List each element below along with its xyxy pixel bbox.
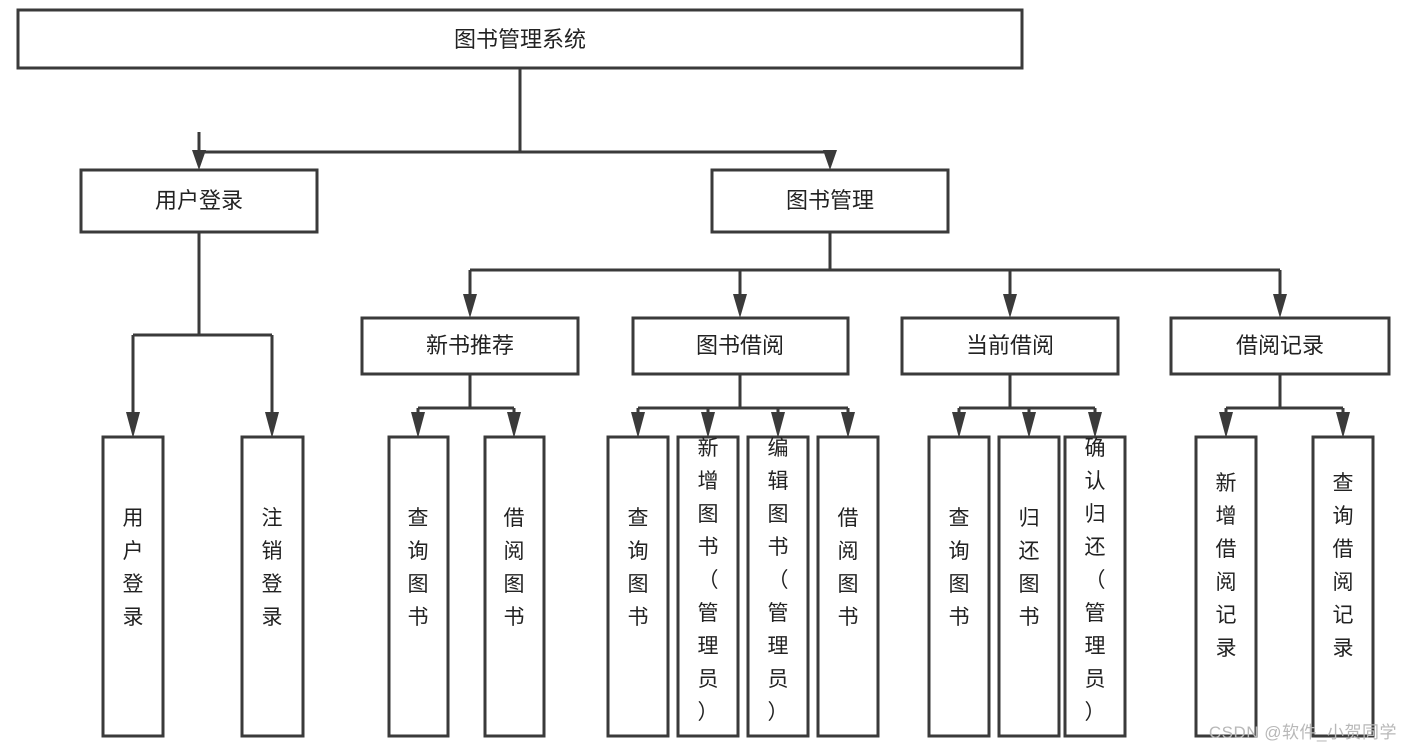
arrowhead-level3-4 bbox=[1273, 294, 1287, 318]
node-new-book-recommend[interactable]: 新书推荐 bbox=[360, 316, 580, 376]
leaf-book-borrow-2[interactable]: 新增图书（管理员） bbox=[676, 435, 740, 738]
arrowhead-newbook-leaf-1 bbox=[411, 412, 425, 438]
leaf-current-borrow-2-box[interactable] bbox=[997, 435, 1061, 738]
node-user-login[interactable]: 用户登录 bbox=[79, 168, 319, 234]
leaf-new-book-2-box[interactable] bbox=[483, 435, 546, 738]
leaf-borrow-record-2[interactable]: 查询借阅记录 bbox=[1311, 435, 1375, 738]
leaf-borrow-record-2-box[interactable] bbox=[1311, 435, 1375, 738]
leaf-current-borrow-3-label: 确认归还（管理员） bbox=[1085, 437, 1106, 724]
arrowhead-level3-2 bbox=[733, 294, 747, 318]
connector-layer bbox=[126, 68, 1350, 438]
node-book-manage[interactable]: 图书管理 bbox=[710, 168, 950, 234]
leaf-book-borrow-4-box[interactable] bbox=[816, 435, 880, 738]
arrowhead-level3-1 bbox=[463, 294, 477, 318]
node-borrow-record-label: 借阅记录 bbox=[1236, 333, 1324, 358]
arrowhead-borrow-leaf-2 bbox=[701, 412, 715, 438]
leaf-borrow-record-1[interactable]: 新增借阅记录 bbox=[1194, 435, 1258, 738]
arrowhead-record-leaf-1 bbox=[1219, 412, 1233, 438]
leaf-book-borrow-1-label: 查询图书 bbox=[628, 507, 649, 629]
arrowhead-book-manage bbox=[823, 150, 837, 170]
leaf-book-borrow-4[interactable]: 借阅图书 bbox=[816, 435, 880, 738]
node-book-borrow-box[interactable] bbox=[631, 316, 850, 376]
arrowhead-user-login bbox=[192, 150, 206, 170]
leaf-user-login-2[interactable]: 注销登录 bbox=[240, 435, 305, 738]
node-new-book-recommend-box[interactable] bbox=[360, 316, 580, 376]
leaf-current-borrow-3[interactable]: 确认归还（管理员） bbox=[1063, 435, 1127, 738]
node-book-borrow-label: 图书借阅 bbox=[696, 333, 784, 358]
leaf-current-borrow-1-label: 查询图书 bbox=[949, 507, 970, 629]
arrowhead-record-leaf-2 bbox=[1336, 412, 1350, 438]
node-root-label: 图书管理系统 bbox=[454, 27, 586, 52]
leaf-user-login-2-box[interactable] bbox=[240, 435, 305, 738]
node-borrow-record-box[interactable] bbox=[1169, 316, 1391, 376]
leaf-current-borrow-2[interactable]: 归还图书 bbox=[997, 435, 1061, 738]
node-borrow-record[interactable]: 借阅记录 bbox=[1169, 316, 1391, 376]
leaf-book-borrow-3[interactable]: 编辑图书（管理员） bbox=[746, 435, 810, 738]
leaf-new-book-1-box[interactable] bbox=[387, 435, 450, 738]
leaf-current-borrow-2-label: 归还图书 bbox=[1019, 507, 1040, 629]
node-current-borrow-box[interactable] bbox=[900, 316, 1120, 376]
leaf-book-borrow-3-box[interactable] bbox=[746, 435, 810, 738]
leaf-user-login-1[interactable]: 用户登录 bbox=[101, 435, 165, 738]
arrowhead-newbook-leaf-2 bbox=[507, 412, 521, 438]
leaf-new-book-2[interactable]: 借阅图书 bbox=[483, 435, 546, 738]
arrowhead-user-login-leaf-1 bbox=[126, 412, 140, 438]
leaf-new-book-1[interactable]: 查询图书 bbox=[387, 435, 450, 738]
node-root-box[interactable] bbox=[16, 8, 1024, 70]
leaf-borrow-record-2-label: 查询借阅记录 bbox=[1333, 472, 1354, 660]
arrowhead-borrow-leaf-4 bbox=[841, 412, 855, 438]
node-current-borrow[interactable]: 当前借阅 bbox=[900, 316, 1120, 376]
arrowhead-borrow-leaf-1 bbox=[631, 412, 645, 438]
node-user-login-box[interactable] bbox=[79, 168, 319, 234]
node-book-borrow[interactable]: 图书借阅 bbox=[631, 316, 850, 376]
node-book-manage-box[interactable] bbox=[710, 168, 950, 234]
arrowhead-current-leaf-1 bbox=[952, 412, 966, 438]
node-book-manage-label: 图书管理 bbox=[786, 188, 874, 213]
leaf-book-borrow-4-label: 借阅图书 bbox=[838, 507, 859, 629]
node-root[interactable]: 图书管理系统 bbox=[16, 8, 1024, 70]
leaf-new-book-1-label: 查询图书 bbox=[408, 507, 429, 629]
leaf-book-borrow-3-label: 编辑图书（管理员） bbox=[768, 437, 789, 724]
leaf-book-borrow-1[interactable]: 查询图书 bbox=[606, 435, 670, 738]
leaf-new-book-2-label: 借阅图书 bbox=[504, 507, 525, 629]
leaf-book-borrow-1-box[interactable] bbox=[606, 435, 670, 738]
leaf-borrow-record-1-label: 新增借阅记录 bbox=[1216, 472, 1237, 660]
leaf-borrow-record-1-box[interactable] bbox=[1194, 435, 1258, 738]
leaf-current-borrow-1-box[interactable] bbox=[927, 435, 991, 738]
leaf-user-login-2-label: 注销登录 bbox=[262, 507, 283, 629]
node-new-book-recommend-label: 新书推荐 bbox=[426, 333, 514, 358]
node-user-login-label: 用户登录 bbox=[155, 188, 243, 213]
arrowhead-user-login-leaf-2 bbox=[265, 412, 279, 438]
leaf-book-borrow-2-box[interactable] bbox=[676, 435, 740, 738]
arrowhead-current-leaf-2 bbox=[1022, 412, 1036, 438]
leaf-book-borrow-2-label: 新增图书（管理员） bbox=[698, 437, 719, 724]
arrowhead-level3-3 bbox=[1003, 294, 1017, 318]
leaf-user-login-1-label: 用户登录 bbox=[123, 507, 144, 629]
leaf-user-login-1-box[interactable] bbox=[101, 435, 165, 738]
arrowhead-current-leaf-3 bbox=[1088, 412, 1102, 438]
leaf-current-borrow-1[interactable]: 查询图书 bbox=[927, 435, 991, 738]
arrowhead-borrow-leaf-3 bbox=[771, 412, 785, 438]
node-current-borrow-label: 当前借阅 bbox=[966, 333, 1054, 358]
leaf-current-borrow-3-box[interactable] bbox=[1063, 435, 1127, 738]
